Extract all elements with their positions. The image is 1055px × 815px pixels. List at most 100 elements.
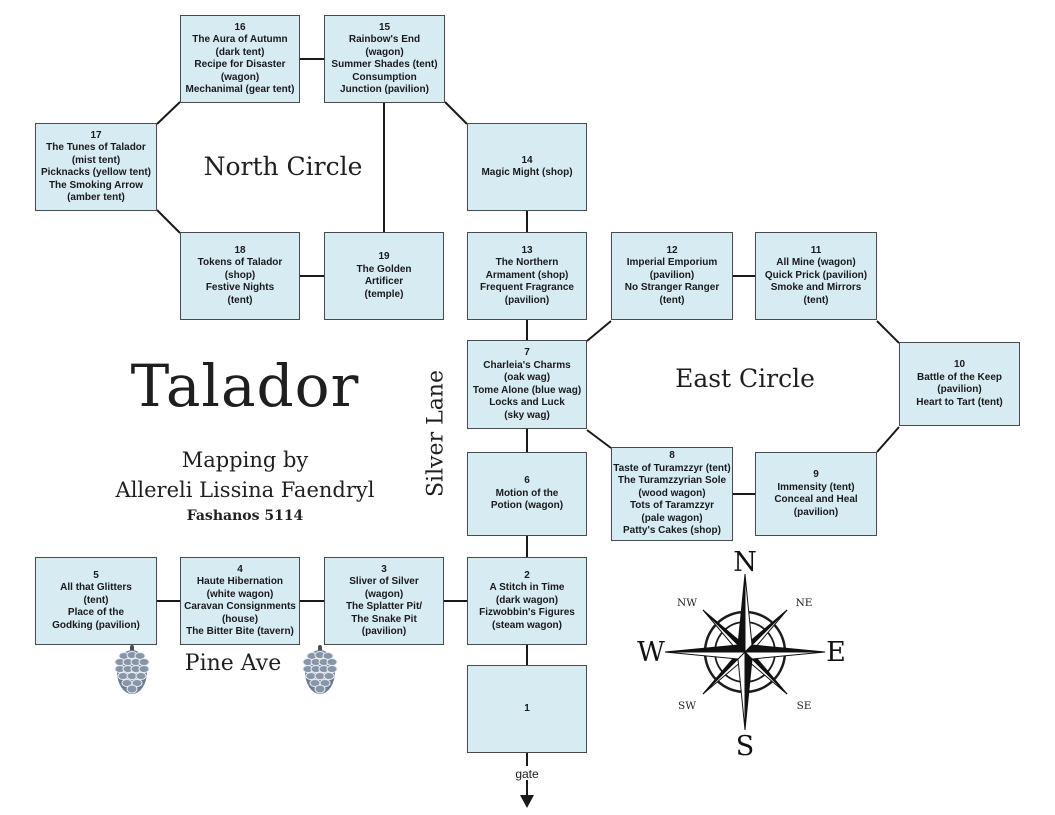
booth-line: The Tunes of Talador bbox=[46, 142, 146, 153]
booth-line: Picknacks (yellow tent) bbox=[40, 167, 152, 178]
booth-number: 7 bbox=[524, 347, 530, 358]
booth-line: Conceal and Heal bbox=[774, 494, 858, 505]
booth-line: Place of the bbox=[67, 607, 125, 619]
booth-line: Mechanimal (gear tent) bbox=[185, 84, 295, 95]
compass-se-label: SE bbox=[797, 700, 812, 712]
booth-line: (pavilion) bbox=[793, 506, 839, 518]
booth-number: 14 bbox=[521, 154, 533, 166]
booth-line: (pale wagon) bbox=[641, 512, 703, 524]
booth-line: Godking (pavilion) bbox=[52, 619, 140, 631]
booth-line: Haute Hibernation bbox=[196, 576, 284, 587]
booth-line: Recipe for Disaster bbox=[194, 59, 286, 70]
booth-number: 11 bbox=[810, 244, 822, 256]
booth-line: The Northern bbox=[495, 257, 559, 269]
booth-number: 4 bbox=[237, 563, 243, 575]
silver-lane-label: Silver Lane bbox=[423, 370, 449, 498]
credit-line-1: Mapping by bbox=[181, 448, 309, 472]
booth-10: 10 Battle of the Keep(pavilion)Heart to … bbox=[899, 342, 1020, 426]
booth-line: Potion (wagon) bbox=[490, 500, 564, 512]
booth-number: 1 bbox=[524, 702, 530, 714]
booth-lines: Battle of the Keep(pavilion)Heart to Tar… bbox=[916, 372, 1002, 410]
booth-number: 9 bbox=[813, 469, 819, 480]
booth-line: The Turamzzyrian Sole bbox=[617, 475, 727, 487]
booth-1: 1 bbox=[467, 665, 587, 753]
booth-line: (tent) bbox=[803, 294, 829, 306]
booth-line: Immensity (tent) bbox=[777, 481, 855, 493]
connector-17-16 bbox=[156, 101, 181, 125]
booth-number: 6 bbox=[524, 475, 530, 487]
booth-line: (wagon) bbox=[220, 71, 260, 83]
booth-number: 13 bbox=[521, 244, 533, 256]
booth-4: 4 Haute Hibernation(white wagon)Caravan … bbox=[180, 557, 300, 645]
booth-7: 7 Charleia's Charms(oak wag)Tome Alone (… bbox=[467, 340, 587, 429]
booth-line: (pavilion) bbox=[937, 384, 982, 395]
connectors-group bbox=[156, 58, 900, 796]
booth-line: Battle of the Keep bbox=[916, 371, 1002, 383]
booth-lines: Rainbow's End(wagon)Summer Shades (tent)… bbox=[331, 34, 437, 97]
compass-e-label: E bbox=[826, 637, 846, 668]
booth-lines: Taste of Turamzzyr (tent)The Turamzzyria… bbox=[613, 463, 730, 538]
booth-line: (tent) bbox=[227, 294, 253, 306]
booth-line: (wood wagon) bbox=[638, 487, 706, 499]
booth-17: 17 The Tunes of Talador(mist tent)Pickna… bbox=[35, 123, 157, 211]
booth-line: Frequent Fragrance bbox=[480, 282, 574, 294]
connector-8-7 bbox=[586, 429, 612, 449]
booth-line: (white wagon) bbox=[206, 588, 274, 600]
booth-number: 16 bbox=[234, 21, 246, 33]
booth-line: The Aura of Autumn bbox=[192, 34, 288, 45]
booth-number: 12 bbox=[666, 244, 678, 256]
pine-ave-label: Pine Ave bbox=[184, 651, 282, 676]
booth-number: 15 bbox=[378, 21, 391, 33]
booth-line: (wagon) bbox=[365, 46, 404, 58]
booth-11: 11 All Mine (wagon)Quick Prick (pavilion… bbox=[755, 232, 877, 320]
booth-15: 15 Rainbow's End(wagon)Summer Shades (te… bbox=[324, 15, 445, 103]
compass-s-label: S bbox=[736, 731, 755, 762]
booth-line: The Snake Pit bbox=[351, 613, 417, 625]
booth-line: Charleia's Charms bbox=[483, 359, 571, 371]
booth-line: Caravan Consignments bbox=[184, 601, 296, 612]
booth-lines: The Tunes of Talador(mist tent)Picknacks… bbox=[41, 142, 151, 205]
booth-line: Tots of Taramzzyr bbox=[629, 500, 715, 512]
connector-11-10 bbox=[876, 320, 900, 344]
booth-line: Quick Prick (pavilion) bbox=[764, 269, 868, 281]
booth-line: Fizwobbin's Figures bbox=[479, 607, 575, 619]
compass-rose-icon: N S W E NW NE SW SE bbox=[637, 548, 846, 762]
booth-16: 16 The Aura of Autumn(dark tent)Recipe f… bbox=[180, 15, 300, 103]
booth-line: All that Glitters bbox=[60, 582, 132, 594]
booth-line: The Smoking Arrow bbox=[48, 179, 144, 191]
pinecone-icon bbox=[114, 645, 150, 694]
compass-sw-label: SW bbox=[678, 700, 696, 712]
booth-line: Patty's Cakes (shop) bbox=[623, 525, 721, 537]
booth-line: Sliver of Silver bbox=[349, 576, 419, 587]
booth-number: 2 bbox=[524, 569, 530, 581]
connector-12-7 bbox=[586, 320, 612, 342]
booth-number: 18 bbox=[234, 244, 246, 256]
booth-18: 18 Tokens of Talador(shop)Festive Nights… bbox=[180, 232, 300, 320]
booth-line: (oak wag) bbox=[503, 372, 551, 383]
booth-number: 3 bbox=[381, 563, 387, 575]
north-circle-label: North Circle bbox=[203, 152, 363, 181]
booth-number: 10 bbox=[953, 359, 966, 370]
booth-line: Summer Shades (tent) bbox=[331, 59, 438, 70]
booth-number: 5 bbox=[93, 569, 99, 581]
booth-line: (temple) bbox=[364, 288, 404, 300]
booth-2: 2 A Stitch in Time(dark wagon)Fizwobbin'… bbox=[467, 557, 587, 645]
map-title: Talador bbox=[130, 352, 360, 420]
compass-w-label: W bbox=[637, 637, 665, 668]
booth-line: Imperial Emporium bbox=[626, 257, 718, 269]
booth-line: Taste of Turamzzyr (tent) bbox=[613, 462, 731, 474]
booth-line: All Mine (wagon) bbox=[776, 257, 856, 269]
booth-lines: The Aura of Autumn(dark tent)Recipe for … bbox=[186, 34, 295, 97]
booth-line: The Splatter Pit/ bbox=[345, 601, 423, 612]
booth-lines: Imperial Emporium(pavilion)No Stranger R… bbox=[625, 257, 719, 307]
booth-line: (dark wagon) bbox=[495, 594, 559, 606]
booth-number: 8 bbox=[669, 450, 675, 462]
booth-line: Magic Might (shop) bbox=[481, 167, 573, 178]
booth-line: (tent) bbox=[83, 594, 109, 606]
